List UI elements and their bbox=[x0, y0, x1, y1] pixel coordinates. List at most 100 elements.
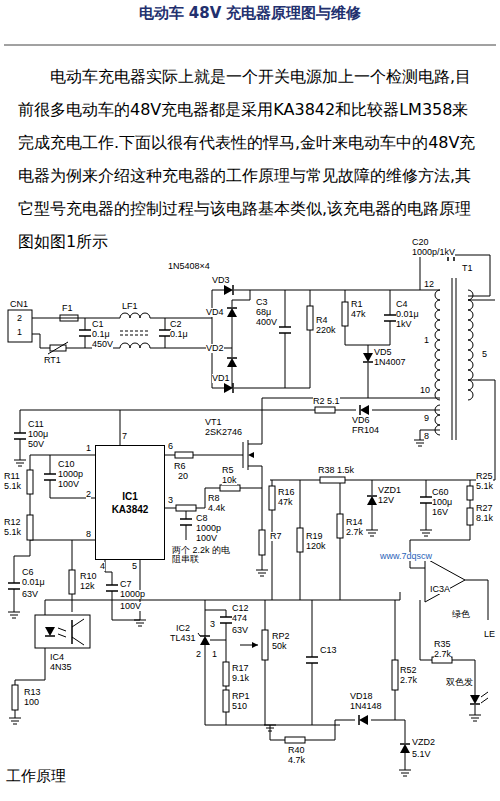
component-label: C1 bbox=[92, 320, 104, 329]
thermistor-mark bbox=[48, 342, 68, 354]
wire bbox=[196, 508, 205, 509]
resistor-symbol bbox=[337, 514, 343, 538]
wire bbox=[420, 430, 440, 440]
component-label: R25 bbox=[476, 472, 493, 481]
wire bbox=[468, 300, 495, 301]
diode-bar bbox=[227, 307, 237, 309]
ground-symbol bbox=[266, 728, 274, 729]
resistor-symbol bbox=[392, 660, 398, 690]
capacitor-symbol bbox=[279, 332, 291, 334]
wire bbox=[272, 480, 273, 486]
light-arrow bbox=[58, 628, 66, 631]
component-label: 2SK2746 bbox=[205, 428, 242, 437]
component-label: 9 bbox=[424, 414, 429, 423]
body-paragraph: 电动车充电器实际上就是一个开关电源加上一个检测电路,目前很多电动车的48V充电器… bbox=[18, 60, 484, 258]
wire bbox=[232, 290, 250, 300]
wire bbox=[226, 623, 227, 640]
diode-symbol bbox=[400, 744, 410, 753]
component-label: 1 bbox=[17, 328, 22, 337]
diode-body bbox=[227, 308, 237, 317]
component-label: 2.7k bbox=[346, 528, 363, 537]
component-label: C2 bbox=[170, 320, 182, 329]
diode-body bbox=[470, 695, 480, 704]
ground-symbol bbox=[399, 770, 411, 771]
ground-symbol bbox=[416, 443, 424, 444]
resistor-symbol bbox=[467, 486, 473, 500]
component-label: R17 bbox=[232, 664, 249, 673]
diode-body bbox=[227, 358, 237, 367]
wire bbox=[15, 710, 16, 718]
capacitor-symbol bbox=[8, 588, 20, 590]
component-label: 5 bbox=[132, 562, 137, 571]
wire bbox=[345, 480, 495, 481]
component-label: LE bbox=[484, 630, 495, 639]
capacitor-symbol bbox=[384, 314, 396, 316]
component-label: 50V bbox=[28, 440, 44, 449]
ground-symbol bbox=[11, 721, 19, 722]
component-label: C20 bbox=[412, 238, 429, 247]
capacitor-symbol bbox=[220, 616, 232, 618]
component-label: TL431 bbox=[170, 634, 196, 643]
wire bbox=[340, 538, 341, 600]
wire bbox=[85, 318, 86, 330]
component-label: 8.1k bbox=[476, 514, 493, 523]
component-label: R1 bbox=[351, 300, 363, 309]
capacitor-symbol bbox=[14, 438, 26, 440]
wire bbox=[72, 594, 73, 612]
component-label: 1N4007 bbox=[374, 358, 406, 367]
wire bbox=[390, 321, 391, 345]
component-label: 4.4k bbox=[208, 504, 225, 513]
wire bbox=[234, 290, 440, 291]
wire bbox=[468, 380, 495, 480]
resistor-symbol bbox=[285, 737, 305, 743]
component-label: 1kV bbox=[396, 320, 412, 329]
ground-symbol bbox=[401, 773, 409, 774]
component-label: R10 bbox=[80, 572, 97, 581]
choke-core bbox=[120, 335, 150, 336]
component-label: 0.01μ bbox=[22, 578, 45, 587]
wire bbox=[410, 525, 470, 568]
wire bbox=[165, 455, 175, 456]
wire bbox=[30, 455, 50, 456]
section-heading: 工作原理 bbox=[6, 768, 66, 783]
ground-symbol bbox=[136, 623, 144, 624]
ground-symbol bbox=[134, 620, 146, 621]
component-label: 1 bbox=[424, 336, 429, 345]
wire bbox=[72, 540, 73, 570]
component-label: LF1 bbox=[122, 302, 138, 311]
wire bbox=[105, 560, 112, 585]
resistor-symbol bbox=[262, 630, 268, 660]
capacitor-symbol bbox=[44, 479, 56, 481]
wire bbox=[368, 398, 440, 399]
wire bbox=[335, 410, 356, 411]
page-title: 电动车 48V 充电器原理图与维修 bbox=[0, 4, 500, 23]
component-label: C3 bbox=[256, 298, 268, 307]
component-label: R7 bbox=[270, 532, 282, 541]
wire bbox=[345, 326, 346, 345]
component-label: 510 bbox=[232, 702, 247, 711]
wire bbox=[300, 552, 301, 600]
diode-symbol bbox=[367, 496, 377, 505]
diode-body bbox=[224, 285, 233, 295]
ground-symbol bbox=[9, 718, 21, 719]
component-label: 100V bbox=[58, 480, 79, 489]
resistor-symbol bbox=[259, 530, 265, 555]
ground-symbol bbox=[260, 576, 264, 577]
component-label: C13 bbox=[320, 646, 337, 655]
capacitor-symbol bbox=[420, 496, 432, 498]
resistor-symbol bbox=[297, 528, 303, 552]
wire bbox=[205, 644, 206, 725]
diode-symbol bbox=[224, 383, 233, 393]
capacitor-symbol bbox=[279, 326, 291, 328]
component-label: C7 bbox=[120, 580, 132, 589]
capacitor-symbol bbox=[306, 656, 318, 658]
ground-symbol bbox=[8, 612, 20, 613]
component-label: C6 bbox=[22, 568, 34, 577]
resistor-symbol bbox=[175, 452, 193, 458]
wire bbox=[305, 720, 355, 740]
component-label: 1000p bbox=[120, 590, 145, 599]
component-label: R27 bbox=[476, 504, 493, 513]
capacitor-symbol bbox=[384, 320, 396, 322]
component-label: 2.7k bbox=[400, 676, 417, 685]
transformer-winding bbox=[435, 290, 440, 400]
